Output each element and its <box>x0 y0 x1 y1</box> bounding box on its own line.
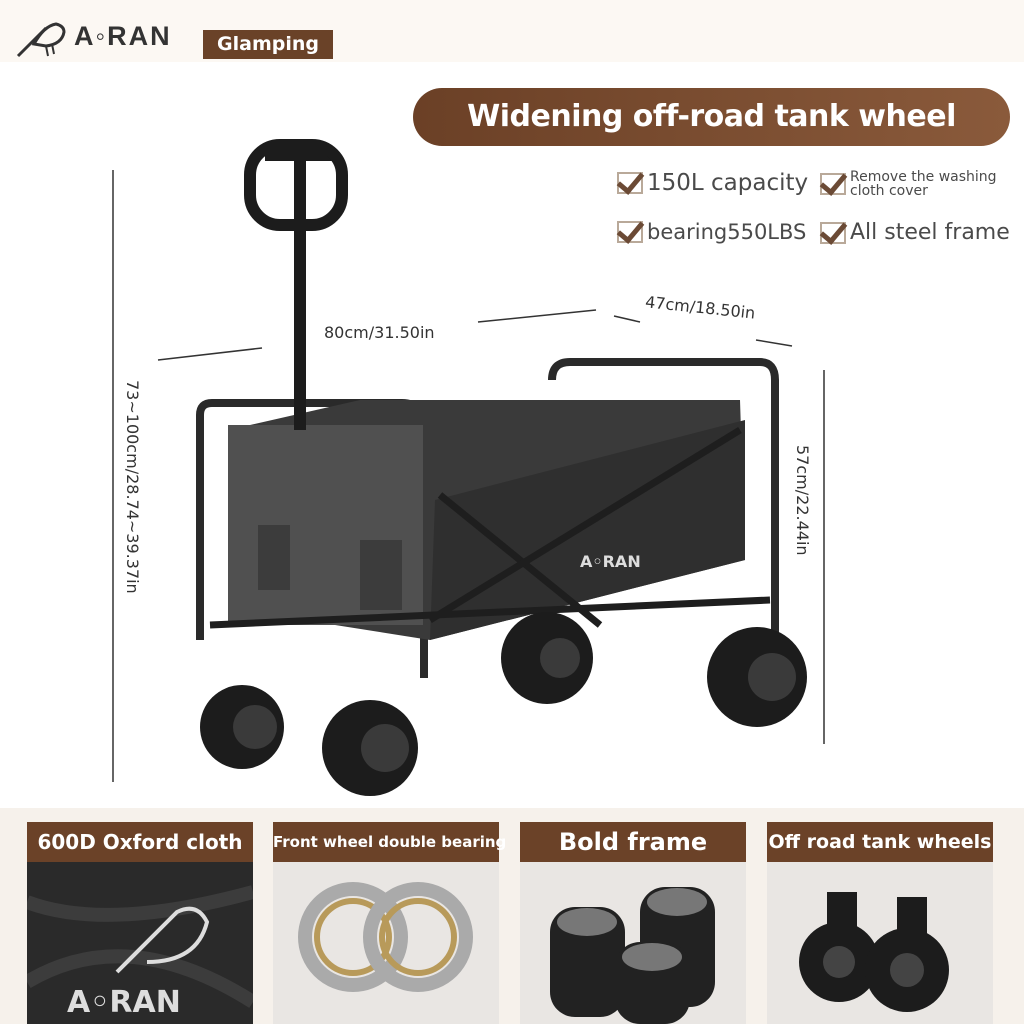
checkbox-icon <box>617 221 643 243</box>
feature-label: bearing550LBS <box>647 220 807 244</box>
feature-capacity: 150L capacity <box>617 170 808 196</box>
feature-cover: Remove the washing cloth cover <box>820 170 1020 198</box>
panel-label: Off road tank wheels <box>767 822 993 862</box>
handle-height-dimension: 73~100cm/28.74~39.37in <box>123 380 142 594</box>
category-tag: Glamping <box>203 30 333 59</box>
brand-name: A◦RAN <box>74 20 172 51</box>
feature-frame: All steel frame <box>820 220 1010 245</box>
feature-label: All steel frame <box>850 220 1010 245</box>
panel-label: 600D Oxford cloth <box>27 822 253 862</box>
panel-logo: A◦RAN <box>67 985 181 1020</box>
frame-tubes-image <box>550 887 715 1024</box>
bearing-image <box>298 882 473 992</box>
panel-oxford-cloth: 600D Oxford cloth A◦RAN <box>27 822 253 1024</box>
brand-logo: A◦RAN <box>16 14 172 58</box>
panel-bearing: Front wheel double bearing <box>273 822 506 1024</box>
panel-wheels: Off road tank wheels <box>767 822 993 1024</box>
cloth-image: A◦RAN <box>27 885 253 1020</box>
wheels-image <box>799 892 949 1012</box>
length-dimension: 80cm/31.50in <box>324 323 435 342</box>
bird-logo-icon <box>16 22 66 58</box>
feature-label: 150L capacity <box>647 170 809 196</box>
headline-banner: Widening off-road tank wheel model <box>413 88 1010 192</box>
panel-frame: Bold frame <box>520 822 746 1024</box>
top-bar <box>0 0 1024 62</box>
cart-logo: A◦RAN <box>580 552 641 571</box>
wagon-illustration: A◦RAN <box>112 139 825 796</box>
checkbox-icon <box>820 221 846 244</box>
panel-label: Front wheel double bearing <box>273 822 506 862</box>
checkbox-icon <box>617 172 643 194</box>
panel-label: Bold frame <box>520 822 746 862</box>
checkbox-icon <box>820 173 846 195</box>
feature-bearing: bearing550LBS <box>617 220 806 244</box>
feature-label: Remove the washing cloth cover <box>850 169 997 199</box>
height-dimension: 57cm/22.44in <box>793 445 812 556</box>
